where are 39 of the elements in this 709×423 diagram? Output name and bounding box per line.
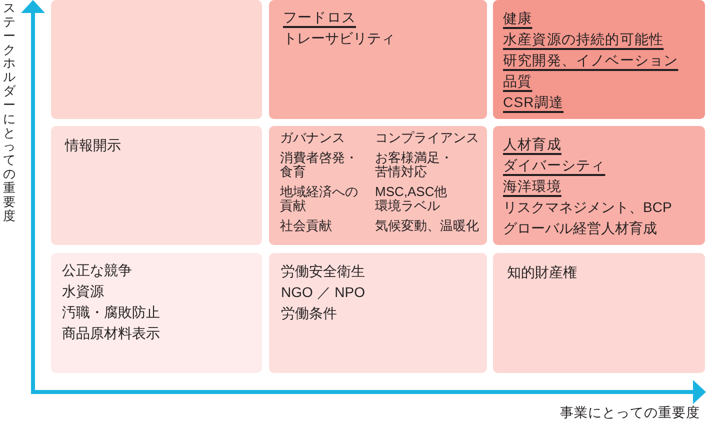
matrix-cell [51, 126, 262, 245]
matrix-cell [493, 0, 705, 119]
issue-text: リスクマネジメント、BCP [503, 198, 672, 217]
axis-label: ステークホルダーにとっての重要度 [3, 2, 16, 224]
issue-text: ガバナンス [280, 131, 345, 145]
matrix-cell [269, 126, 487, 245]
issue-text: 水資源 [62, 282, 104, 301]
issue-text: 労働条件 [281, 304, 337, 323]
issue-text: 地域経済への貢献 [280, 185, 359, 213]
issue-text: 汚職・腐敗防止 [62, 303, 160, 322]
issue-text: 消費者啓発・食育 [280, 151, 359, 179]
issue-text: ダイバーシティ [503, 156, 606, 175]
issue-text: 知的財産権 [507, 263, 577, 282]
issue-text: 社会貢献 [280, 219, 332, 233]
issue-text: MSC,ASC他環境ラベル [375, 185, 448, 213]
issue-text: 海洋環境 [503, 177, 562, 196]
issue-text: グローバル経営人材育成 [503, 219, 657, 238]
issue-text: 商品原材料表示 [62, 324, 160, 343]
issue-text: NGO ／ NPO [281, 283, 366, 302]
issue-text: フードロス [283, 8, 356, 27]
issue-text: 水産資源の持続的可能性 [503, 30, 664, 49]
matrix-cell [269, 253, 487, 373]
matrix-cell [493, 126, 705, 245]
issue-text: 公正な競争 [62, 261, 132, 280]
axis-label: 事業にとっての重要度 [560, 404, 700, 421]
issue-text: トレーサビリティ [283, 29, 395, 48]
issue-text: 人材育成 [503, 135, 562, 154]
issue-text: CSR調達 [503, 93, 564, 112]
issue-text: 品質 [503, 72, 532, 91]
issue-text: 研究開発、イノベーション [503, 51, 678, 70]
matrix-cell [269, 0, 487, 119]
issue-text: 健康 [503, 9, 532, 28]
issue-text: コンプライアンス [375, 131, 479, 145]
matrix-cell [51, 0, 262, 119]
issue-text: 気候変動、温暖化 [375, 219, 479, 233]
issue-text: 情報開示 [65, 136, 121, 155]
issue-text: お客様満足・苦情対応 [375, 151, 454, 179]
matrix-cell [493, 253, 705, 373]
issue-text: 労働安全衛生 [281, 262, 365, 281]
